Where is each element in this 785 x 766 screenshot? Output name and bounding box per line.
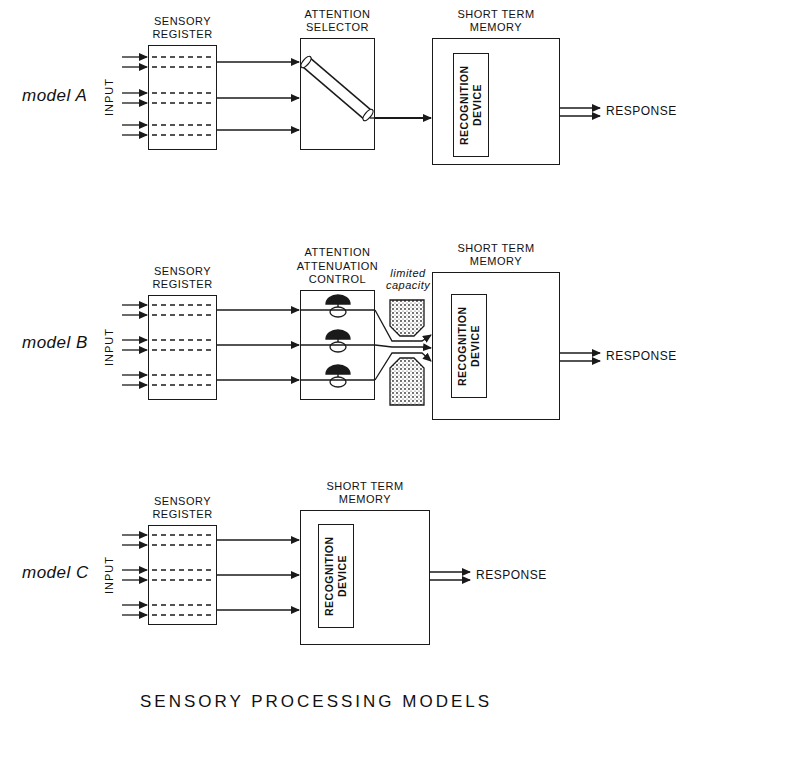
selector-box: ATTENTION SELECTOR	[300, 38, 375, 150]
input-label: INPUT	[103, 328, 115, 366]
box-text: RECOGNITION DEVICE	[456, 300, 481, 392]
box-text: RECOGNITION DEVICE	[323, 530, 348, 622]
input-arrows	[122, 57, 147, 615]
flow-arrow	[217, 344, 299, 345]
box-heading: SHORT TERM MEMORY	[320, 480, 410, 506]
flow-arrow	[375, 345, 431, 348]
flow-arrow	[217, 309, 299, 310]
flow-arrow	[217, 129, 299, 130]
flow-arrow	[375, 353, 431, 380]
attenuation-valves	[300, 295, 375, 387]
flow-arrow	[217, 539, 299, 540]
flow-arrow	[375, 117, 431, 119]
box-heading: SENSORY REGISTER	[141, 15, 225, 41]
attenuation-box: ATTENTION ATTENUATION CONTROL	[300, 290, 375, 400]
register-box: SENSORY REGISTER	[148, 295, 217, 400]
box-heading: ATTENTION ATTENUATION CONTROL	[294, 246, 382, 286]
memory-box: SHORT TERM MEMORYRECOGNITION DEVICE	[300, 510, 430, 645]
flow-arrow	[217, 97, 299, 98]
box-heading: SHORT TERM MEMORY	[451, 242, 541, 268]
register-dashes	[152, 57, 213, 615]
input-label: INPUT	[103, 556, 115, 594]
input-label: INPUT	[103, 78, 115, 116]
model-label: model A	[22, 86, 87, 106]
figure-caption: SENSORY PROCESSING MODELS	[140, 692, 492, 712]
selector-pipe	[299, 55, 375, 123]
box-text: RECOGNITION DEVICE	[458, 59, 483, 151]
flow-arrow	[375, 310, 431, 341]
register-box: SENSORY REGISTER	[148, 45, 217, 150]
box-heading: SENSORY REGISTER	[141, 265, 225, 291]
box-heading: SHORT TERM MEMORY	[451, 8, 541, 34]
capacity-label: limited capacity	[386, 268, 430, 291]
flow-arrow	[217, 574, 299, 575]
model-label: model C	[22, 563, 89, 583]
flow-arrow	[217, 609, 299, 610]
flow-arrow	[217, 61, 299, 62]
box-heading: ATTENTION SELECTOR	[296, 8, 380, 34]
memory-box: SHORT TERM MEMORYRECOGNITION DEVICE	[432, 38, 560, 165]
response-arrows	[430, 108, 600, 580]
illustration	[122, 55, 600, 615]
recognition-box: RECOGNITION DEVICE	[318, 524, 354, 628]
model-label: model B	[22, 333, 88, 353]
response-label: RESPONSE	[476, 568, 547, 582]
recognition-box: RECOGNITION DEVICE	[453, 53, 489, 157]
response-label: RESPONSE	[606, 349, 677, 363]
register-box: SENSORY REGISTER	[148, 525, 217, 625]
response-label: RESPONSE	[606, 104, 677, 118]
memory-box: SHORT TERM MEMORYRECOGNITION DEVICE	[432, 272, 560, 420]
box-heading: SENSORY REGISTER	[141, 495, 225, 521]
flow-arrow	[217, 379, 299, 380]
connector-layer	[217, 62, 431, 610]
recognition-box: RECOGNITION DEVICE	[451, 294, 487, 398]
